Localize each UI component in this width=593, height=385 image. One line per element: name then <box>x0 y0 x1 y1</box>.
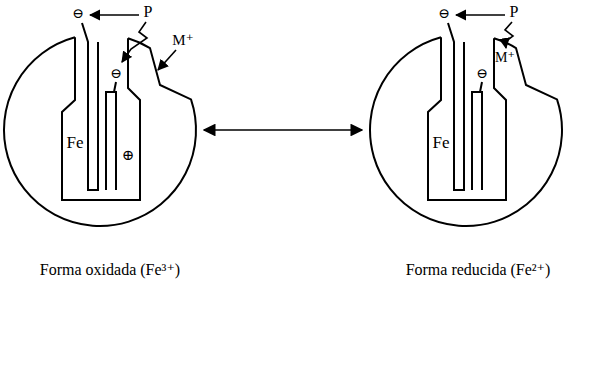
ion-arrow <box>158 50 176 70</box>
outline-path <box>448 23 464 190</box>
symbol-label: ⊖ <box>110 67 122 81</box>
caption-label: Forma reducida (Fe²⁺) <box>406 262 551 278</box>
symbol-label: ⊖ <box>72 7 84 21</box>
outline-path <box>472 82 482 190</box>
protein-outline <box>0 30 200 230</box>
wavy-arrow <box>122 22 147 62</box>
equilibrium-arrow <box>204 129 362 131</box>
outline-path <box>62 37 140 200</box>
binding-arrow <box>90 14 139 16</box>
symbol-label: M⁺ <box>495 51 515 65</box>
outline-path <box>4 37 196 226</box>
protein-shape: Fe <box>366 30 566 230</box>
protein-shape: Fe <box>0 30 200 230</box>
symbol-label: M⁺ <box>172 33 193 48</box>
outline-path <box>82 23 98 190</box>
outline-path <box>106 82 116 190</box>
caption-label: Forma oxidada (Fe³⁺) <box>40 262 180 278</box>
protein-outline <box>366 30 566 230</box>
symbol-label: ⊖ <box>438 7 450 21</box>
outline-path <box>428 37 506 200</box>
symbol-label: ⊕ <box>122 148 135 163</box>
binding-arrow <box>456 14 505 16</box>
element-symbol: Fe <box>433 134 450 151</box>
symbol-label: P <box>144 4 153 20</box>
symbol-label: ⊖ <box>476 67 488 81</box>
symbol-label: P <box>510 4 519 20</box>
outline-path <box>370 37 562 226</box>
element-symbol: Fe <box>67 134 84 151</box>
